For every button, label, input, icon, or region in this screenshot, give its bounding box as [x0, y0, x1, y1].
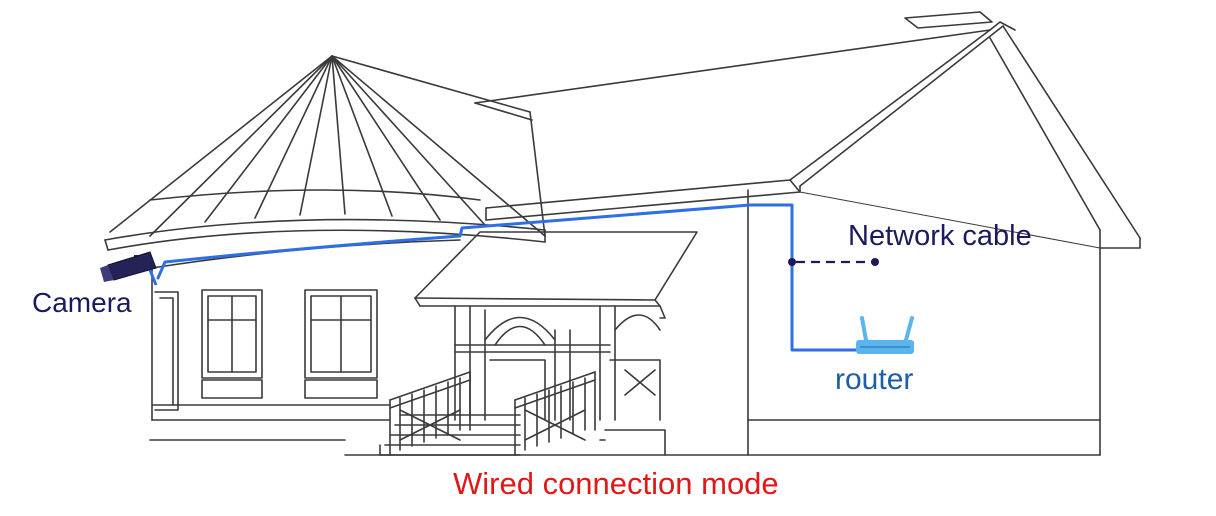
- network-cable-pointer: [788, 258, 879, 266]
- house-illustration: [104, 11, 1141, 456]
- network-cable-label: Network cable: [848, 220, 1032, 252]
- router-label: router: [835, 363, 914, 396]
- router-icon: [856, 316, 914, 354]
- cable-route: [156, 203, 862, 352]
- cctv-camera-icon: [100, 251, 158, 286]
- connection-mode-caption: Wired connection mode: [453, 466, 779, 501]
- camera-label: Camera: [32, 287, 132, 318]
